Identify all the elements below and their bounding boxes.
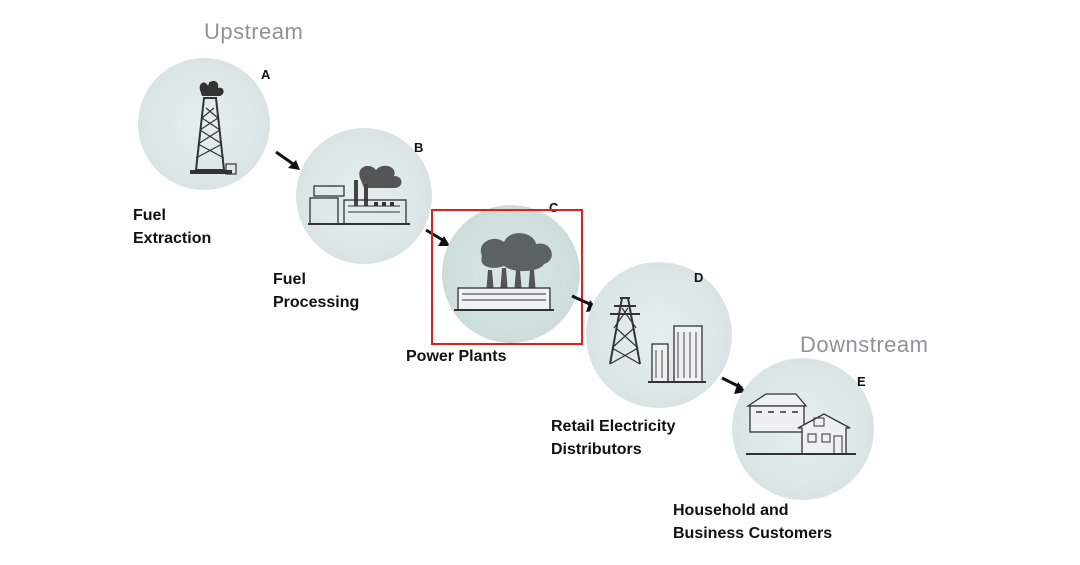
stage-d-circle [586, 262, 732, 408]
highlight-box [431, 209, 583, 345]
arrow-a-b-icon [275, 150, 300, 170]
stage-c-label: Power Plants [406, 345, 506, 368]
stage-d-label: Retail Electricity Distributors [551, 415, 676, 461]
refinery-icon [308, 165, 410, 225]
stage-e-label-line-1: Household and [673, 502, 789, 519]
power-plant-icon [454, 233, 554, 311]
upstream-heading: Upstream [204, 19, 304, 44]
stage-c-circle [442, 205, 580, 343]
downstream-heading: Downstream [800, 332, 929, 357]
stage-e-label-line-2: Business Customers [673, 525, 833, 542]
stage-e-label: Household and Business Customers [673, 499, 832, 545]
stage-e-letter: E [857, 374, 866, 389]
stage-b-letter: B [414, 140, 424, 155]
houses-icon [745, 393, 856, 455]
stage-d-letter: D [694, 270, 704, 285]
stage-d-label-line-1: Retail Electricity [551, 418, 676, 435]
oil-derrick-icon [190, 80, 237, 175]
arrow-b-c-icon [425, 228, 450, 246]
stage-c-letter: C [549, 200, 559, 215]
stage-a-label: Fuel Extraction [133, 204, 211, 250]
stage-a-label-line-1: Fuel [133, 207, 166, 224]
stage-c-label-line-1: Power Plants [406, 348, 507, 365]
stage-b-label-line-2: Processing [273, 294, 360, 311]
stage-d-label-line-2: Distributors [551, 441, 642, 458]
stage-b-label: Fuel Processing [273, 268, 359, 314]
transmission-tower-icon [609, 297, 706, 383]
stage-a-letter: A [261, 67, 271, 82]
stage-a-circle [138, 58, 270, 190]
stage-a-label-line-2: Extraction [133, 230, 212, 247]
stage-b-label-line-1: Fuel [273, 271, 306, 288]
